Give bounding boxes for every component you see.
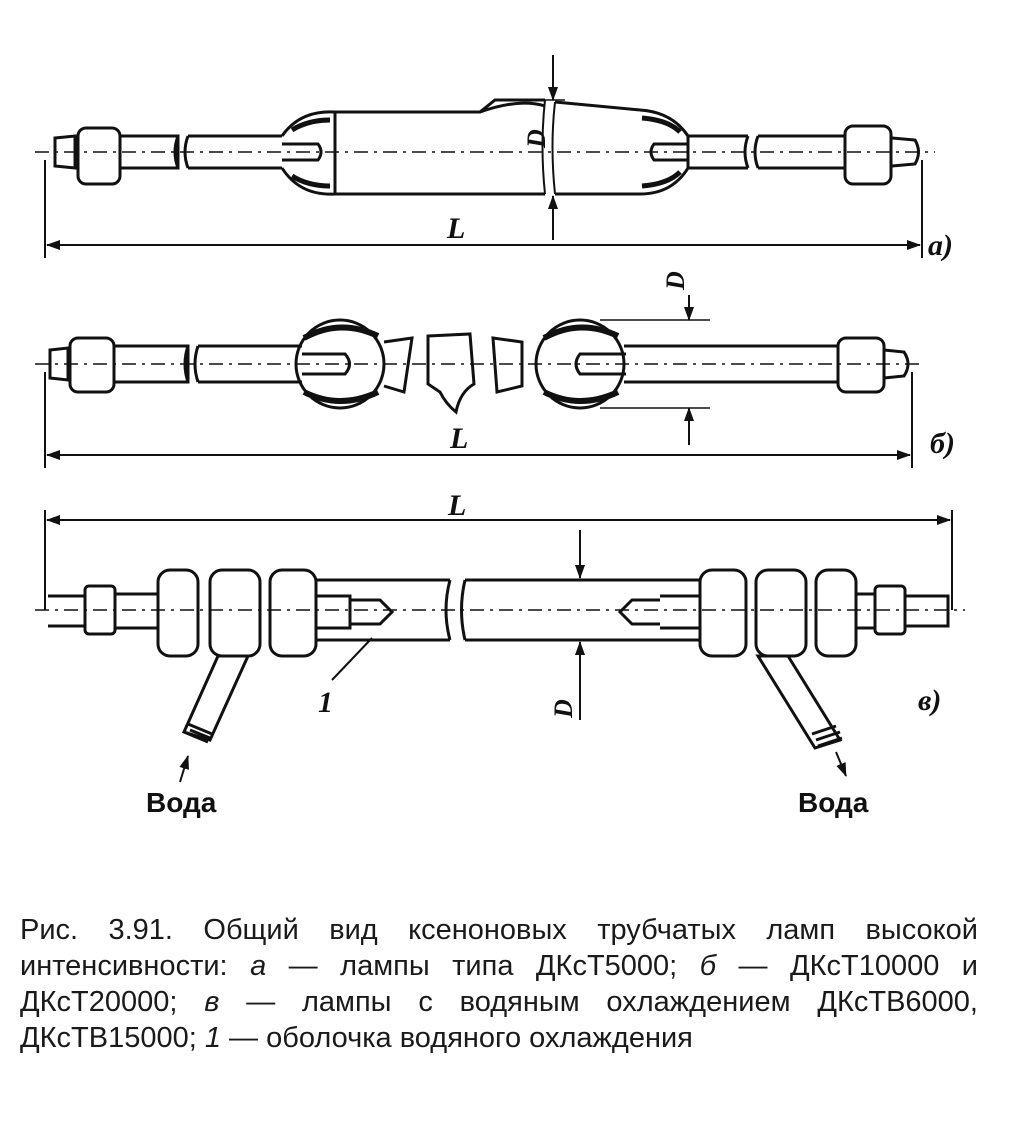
caption-a-letter: а — [250, 950, 267, 982]
caption-b-text: — ДКсТ10000 и ДКсТ20000; — [20, 950, 978, 1018]
panel-c-diameter-label: D — [549, 699, 578, 719]
caption-a-text: — лампы типа ДКсТ5000; — [266, 950, 700, 982]
panel-b — [35, 295, 920, 468]
panel-a-tag: а) — [928, 229, 953, 262]
panel-c-tag: в) — [918, 684, 941, 717]
caption-c-letter: в — [204, 986, 220, 1018]
caption-b-letter: б — [699, 950, 717, 982]
caption-prefix: Рис. 3.91. Общий вид ксеноновых трубчаты… — [20, 914, 978, 982]
panel-a — [35, 55, 935, 258]
water-inlet-label: Вода — [146, 787, 217, 818]
panel-a-length-label: L — [446, 212, 465, 245]
lamp-figure: L D а) L D — [35, 55, 965, 818]
panel-b-length-label: L — [449, 422, 468, 455]
panel-c — [35, 510, 965, 783]
panel-b-diameter-label: D — [661, 271, 690, 291]
caption-one-text: — оболочка водяного охлаждения — [221, 1022, 693, 1054]
water-outlet-label: Вода — [798, 787, 869, 818]
panel-b-tag: б) — [930, 427, 955, 460]
panel-c-length-label: L — [447, 489, 466, 522]
caption-c-text: — лампы с водяным охлаждением ДКсТВ6000,… — [20, 986, 978, 1054]
panel-a-diameter-label: D — [522, 129, 551, 149]
figure-caption: Рис. 3.91. Общий вид ксеноновых трубчаты… — [20, 912, 978, 1056]
caption-one-letter: 1 — [204, 1022, 221, 1054]
panel-c-jacket-label: 1 — [318, 686, 333, 719]
